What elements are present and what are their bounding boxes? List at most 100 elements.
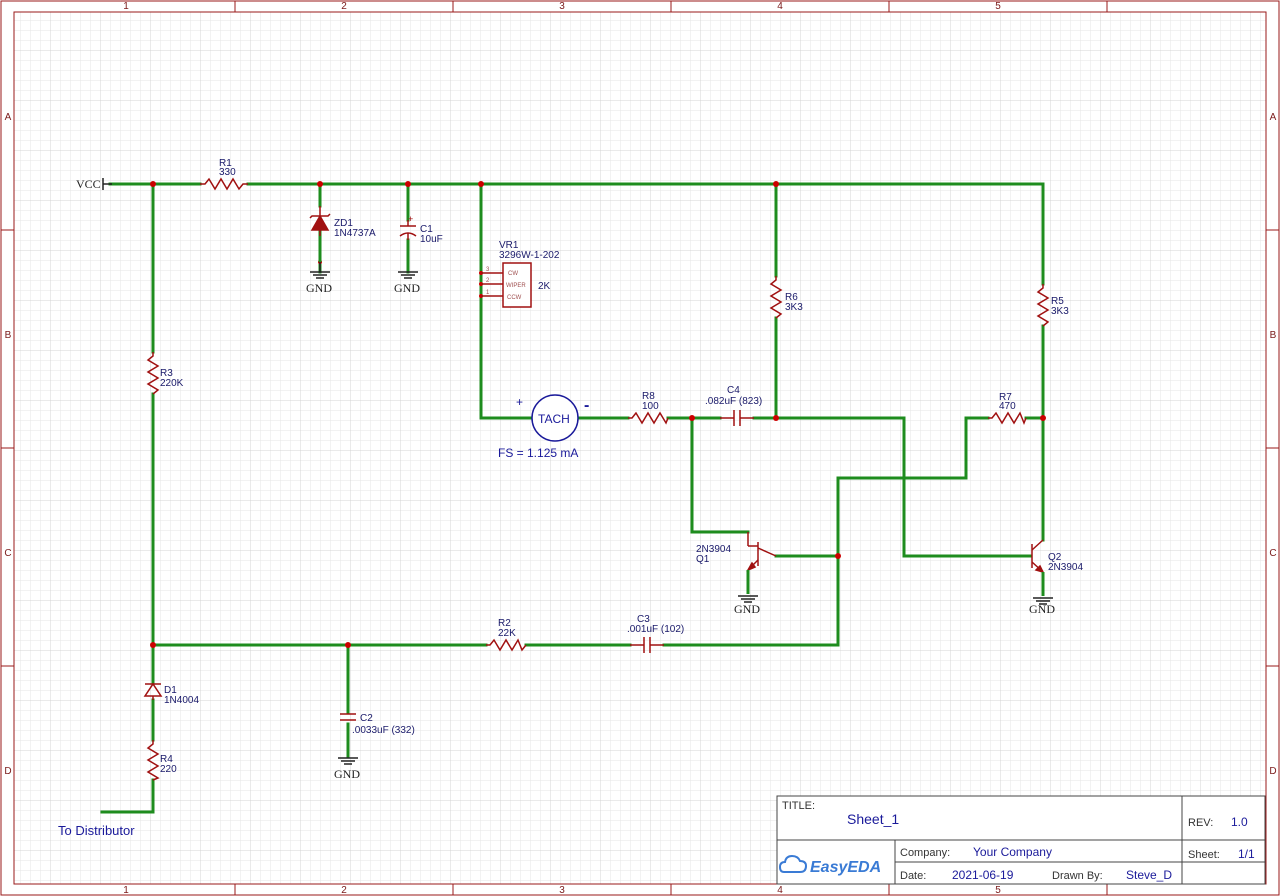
- gnd-symbol-zd1: [310, 262, 330, 279]
- gnd-symbol-c2: [338, 757, 358, 765]
- vr1-trimmer: [481, 262, 532, 308]
- col-label-2-bottom: 2: [341, 885, 347, 896]
- c4-capacitor: [720, 410, 754, 426]
- tach-label: TACH: [538, 412, 570, 426]
- gnd-label-c1: GND: [394, 281, 420, 295]
- rev-value: 1.0: [1231, 815, 1248, 829]
- sheet-value: 1/1: [1238, 847, 1255, 861]
- vr1-pin3: 3: [486, 267, 490, 273]
- drawn-value: Steve_D: [1126, 868, 1172, 882]
- row-label-d-right: D: [1269, 766, 1276, 777]
- q2-ref: Q2: [1048, 552, 1062, 563]
- c2-ref: C2: [360, 713, 373, 724]
- r4-ref: R4: [160, 754, 173, 765]
- tach-minus: -: [584, 397, 589, 414]
- zd1-value: 1N4737A: [334, 228, 376, 239]
- row-label-a: A: [5, 112, 12, 123]
- r7-value: 470: [999, 401, 1016, 412]
- tach-note: FS = 1.125 mA: [498, 446, 578, 460]
- gnd-label-q1: GND: [734, 602, 760, 616]
- to-distributor-label: To Distributor: [58, 823, 135, 838]
- r1-resistor: [200, 177, 248, 191]
- col-label-5-bottom: 5: [995, 885, 1001, 896]
- col-label-1: 1: [123, 1, 129, 12]
- r5-value: 3K3: [1051, 306, 1069, 317]
- row-label-a-right: A: [1270, 112, 1277, 123]
- easyeda-logo: EasyEDA: [778, 854, 881, 876]
- vr1-pin2: 2: [486, 278, 490, 284]
- col-label-4-bottom: 4: [777, 885, 783, 896]
- r4-resistor: [146, 740, 160, 781]
- c1-capacitor: [399, 220, 417, 240]
- tach-meter: [531, 394, 579, 442]
- vr1-pin-wiper: WIPER: [506, 283, 526, 289]
- col-label-4: 4: [777, 1, 783, 12]
- r2-resistor: [486, 638, 527, 652]
- r3-ref: R3: [160, 368, 173, 379]
- drawn-label: Drawn By:: [1052, 870, 1103, 882]
- c1-plus: +: [408, 214, 413, 224]
- gnd-symbol-q1: [738, 595, 758, 603]
- r7-resistor: [988, 411, 1027, 426]
- row-label-c-right: C: [1269, 548, 1276, 559]
- title-label: TITLE:: [782, 800, 815, 812]
- r5-resistor: [1036, 284, 1050, 327]
- c1-value: 10uF: [420, 234, 443, 245]
- col-label-3-bottom: 3: [559, 885, 565, 896]
- gnd-label-q2: GND: [1029, 602, 1055, 616]
- r5-ref: R5: [1051, 296, 1064, 307]
- r3-resistor: [146, 352, 160, 395]
- vr1-value2: 2K: [538, 281, 551, 292]
- c4-value: .082uF (823): [705, 396, 762, 407]
- row-label-b: B: [5, 330, 12, 341]
- col-label-3: 3: [559, 1, 565, 12]
- d1-ref: D1: [164, 685, 177, 696]
- logo-text: EasyEDA: [810, 859, 881, 876]
- cloud-icon: [778, 854, 808, 873]
- q2-value: 2N3904: [1048, 562, 1083, 573]
- date-label: Date:: [900, 870, 926, 882]
- q1-ref: Q1: [696, 554, 710, 565]
- r6-value: 3K3: [785, 302, 803, 313]
- gnd-label-c2: GND: [334, 767, 360, 781]
- r1-value: 330: [219, 167, 236, 178]
- r6-resistor: [769, 276, 783, 319]
- r6-ref: R6: [785, 292, 798, 303]
- vcc-port: [102, 178, 112, 190]
- r8-resistor: [628, 411, 669, 425]
- q1-value: 2N3904: [696, 544, 731, 555]
- c3-capacitor: [630, 637, 664, 653]
- r1-ref: R1: [219, 158, 232, 169]
- title-value: Sheet_1: [847, 811, 899, 827]
- c3-value: .001uF (102): [627, 624, 684, 635]
- vr1-pin-cw: CW: [508, 271, 518, 277]
- c4-ref: C4: [727, 385, 740, 396]
- r8-ref: R8: [642, 391, 655, 402]
- row-label-b-right: B: [1270, 330, 1277, 341]
- c2-capacitor: [340, 713, 356, 721]
- row-label-d: D: [4, 766, 11, 777]
- zd1-ref: ZD1: [334, 218, 353, 229]
- zd1-zener: [309, 206, 331, 236]
- c1-ref: C1: [420, 224, 433, 235]
- r2-value: 22K: [498, 628, 516, 639]
- title-block: TITLE: Sheet_1 REV: 1.0 Company: Your Co…: [776, 795, 1266, 885]
- row-label-c: C: [4, 548, 11, 559]
- vr1-pin1: 1: [486, 290, 490, 296]
- d1-diode: [143, 682, 163, 700]
- r8-value: 100: [642, 401, 659, 412]
- r4-value: 220: [160, 764, 177, 775]
- r2-ref: R2: [498, 618, 511, 629]
- d1-value: 1N4004: [164, 695, 199, 706]
- sheet-label: Sheet:: [1188, 849, 1220, 861]
- gnd-symbol-c1: [398, 271, 418, 279]
- date-value: 2021-06-19: [952, 868, 1014, 882]
- vcc-label: VCC: [76, 177, 101, 191]
- col-label-2: 2: [341, 1, 347, 12]
- vr1-ref: VR1: [499, 240, 519, 251]
- gnd-symbol-q2: [1033, 597, 1053, 605]
- c3-ref: C3: [637, 614, 650, 625]
- r7-ref: R7: [999, 392, 1012, 403]
- gnd-label-zd1: GND: [306, 281, 332, 295]
